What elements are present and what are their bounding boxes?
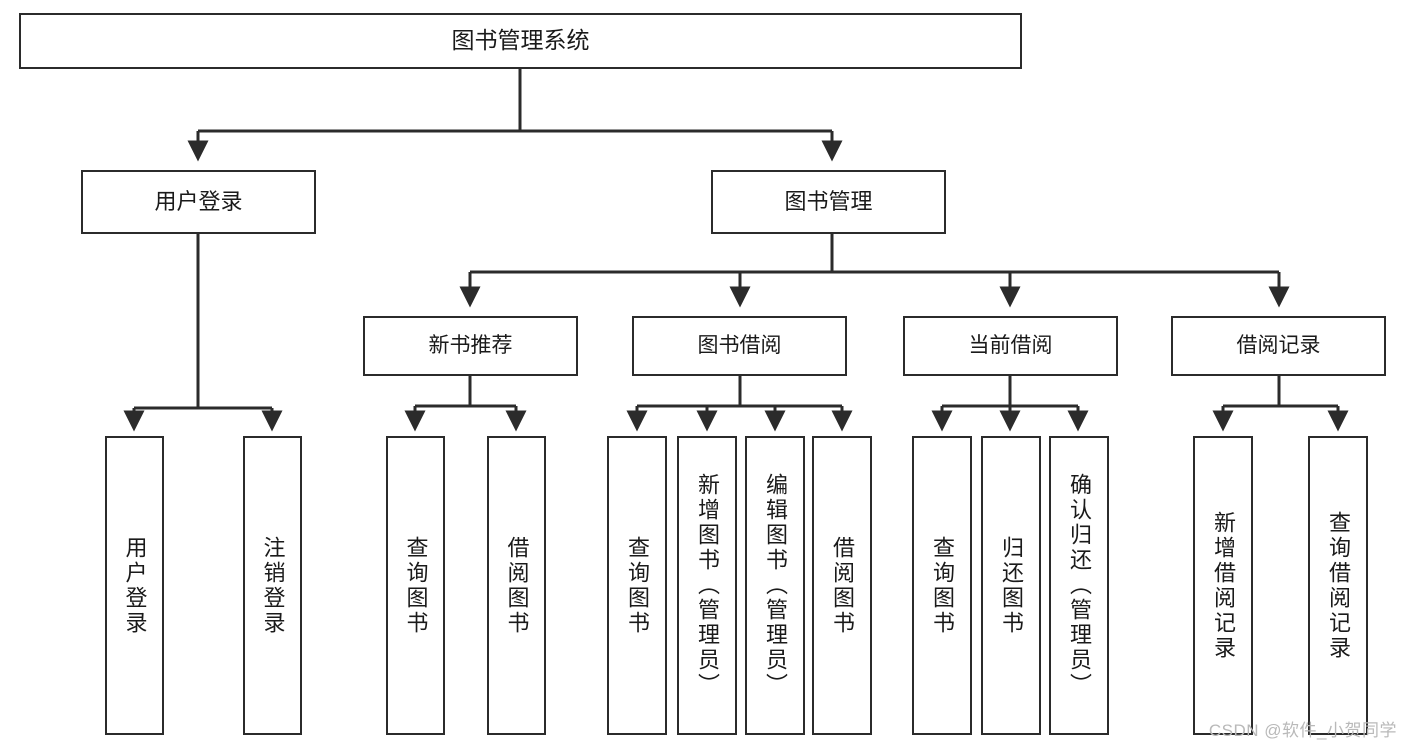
leaf-current-return-book[interactable]: 归还图书: [981, 436, 1041, 735]
node-label: 图书管理系统: [451, 27, 590, 54]
node-label: 用户登录: [154, 189, 243, 215]
leaf-borrow-edit-book-admin[interactable]: 编辑图书（管理员）: [745, 436, 805, 735]
leaf-record-query-record[interactable]: 查询借阅记录: [1308, 436, 1368, 735]
leaf-current-confirm-return-admin[interactable]: 确认归还（管理员）: [1049, 436, 1109, 735]
leaf-borrow-add-book-admin[interactable]: 新增图书（管理员）: [677, 436, 737, 735]
node-label: 查询图书: [625, 535, 650, 636]
node-label: 查询借阅记录: [1326, 510, 1351, 661]
node-label: 注销登录: [260, 535, 286, 636]
node-book-management[interactable]: 图书管理: [711, 170, 946, 234]
node-current-borrow[interactable]: 当前借阅: [903, 316, 1118, 376]
node-label: 图书借阅: [697, 333, 782, 357]
node-label: 编辑图书（管理员）: [763, 473, 788, 698]
node-label: 新书推荐: [428, 333, 513, 357]
leaf-user-login-logout[interactable]: 注销登录: [243, 436, 302, 735]
node-label: 确认归还（管理员）: [1067, 473, 1092, 698]
node-label: 归还图书: [999, 535, 1024, 636]
node-new-book-recommend[interactable]: 新书推荐: [363, 316, 578, 376]
watermark-text: CSDN @软件_小贺同学: [1208, 721, 1397, 740]
node-label: 新增图书（管理员）: [695, 473, 720, 698]
leaf-recommend-borrow-book[interactable]: 借阅图书: [487, 436, 546, 735]
node-book-borrow[interactable]: 图书借阅: [632, 316, 847, 376]
node-label: 查询图书: [930, 535, 955, 636]
leaf-borrow-query-book[interactable]: 查询图书: [607, 436, 667, 735]
node-label: 新增借阅记录: [1211, 510, 1236, 661]
node-label: 查询图书: [403, 535, 429, 636]
node-label: 用户登录: [122, 535, 148, 636]
node-label: 图书管理: [784, 189, 873, 215]
node-label: 借阅图书: [830, 535, 855, 636]
leaf-user-login-login[interactable]: 用户登录: [105, 436, 164, 735]
leaf-borrow-borrow-book[interactable]: 借阅图书: [812, 436, 872, 735]
leaf-record-add-record[interactable]: 新增借阅记录: [1193, 436, 1253, 735]
node-user-login[interactable]: 用户登录: [81, 170, 316, 234]
node-borrow-record[interactable]: 借阅记录: [1171, 316, 1386, 376]
node-root-system[interactable]: 图书管理系统: [19, 13, 1022, 69]
leaf-recommend-query-book[interactable]: 查询图书: [386, 436, 445, 735]
node-label: 当前借阅: [968, 333, 1053, 357]
node-label: 借阅记录: [1236, 333, 1321, 357]
node-label: 借阅图书: [504, 535, 530, 636]
leaf-current-query-book[interactable]: 查询图书: [912, 436, 972, 735]
